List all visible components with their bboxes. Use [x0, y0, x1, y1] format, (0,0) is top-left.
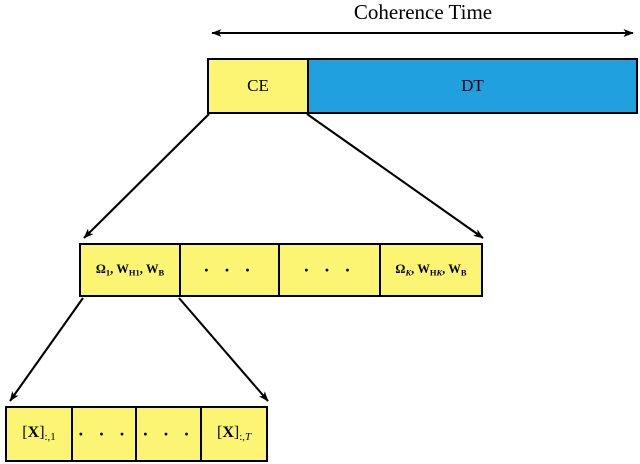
frame-cell-last-label: ΩK, WHK, WB: [395, 262, 467, 278]
symbol-cell-first[interactable]: [X]:,1: [5, 406, 73, 462]
ellipsis-icon: · · ·: [142, 424, 195, 444]
coherence-time-label: Coherence Time: [353, 0, 493, 24]
block-data-transmission[interactable]: DT: [307, 58, 638, 114]
symbol-cell-last[interactable]: [X]:,T: [200, 406, 268, 462]
block-channel-estimation[interactable]: CE: [207, 58, 309, 114]
symbol-row: [X]:,1 · · · · · · [X]:,T: [5, 406, 272, 462]
symbol-cell-first-label: [X]:,1: [22, 424, 56, 444]
frame-cell-first-label: Ω1, WH1, WB: [95, 262, 165, 278]
pilot-subframe-row: Ω1, WH1, WB · · · · · · ΩK, WHK, WB: [79, 243, 487, 297]
frame-cell-first[interactable]: Ω1, WH1, WB: [79, 243, 181, 297]
frame-cell-ellipsis-1[interactable]: · · ·: [179, 243, 280, 297]
symbol-cell-last-label: [X]:,T: [216, 424, 252, 444]
symbol-cell-ellipsis-1[interactable]: · · ·: [71, 406, 137, 462]
ellipsis-icon: · · ·: [77, 424, 131, 444]
arrow-frame-to-symbols-right: [178, 297, 269, 402]
frame-cell-last[interactable]: ΩK, WHK, WB: [379, 243, 483, 297]
arrow-ce-to-frames-left: [83, 113, 210, 239]
ellipsis-icon: · · ·: [303, 260, 356, 280]
ellipsis-icon: · · ·: [203, 260, 256, 280]
block-dt-label: DT: [461, 76, 484, 95]
arrow-ce-to-frames-right: [306, 113, 484, 239]
frame-cell-ellipsis-2[interactable]: · · ·: [278, 243, 381, 297]
block-ce-label: CE: [247, 76, 269, 95]
arrow-frame-to-symbols-left: [9, 297, 84, 402]
symbol-cell-ellipsis-2[interactable]: · · ·: [135, 406, 202, 462]
